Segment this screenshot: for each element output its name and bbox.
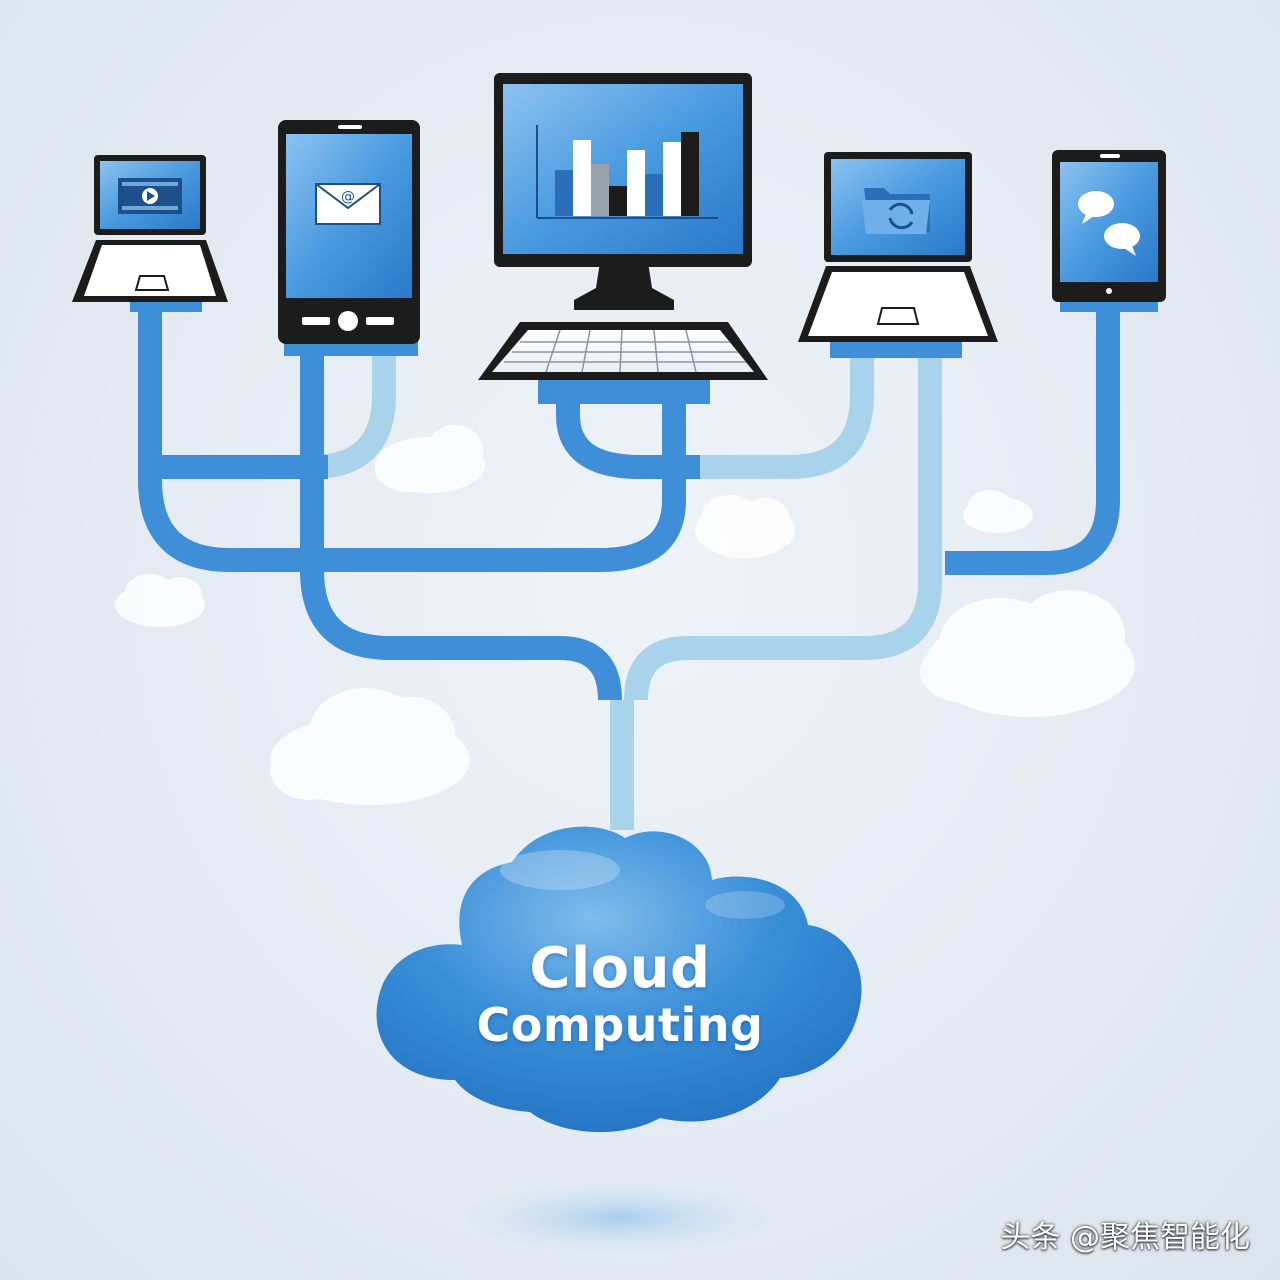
bg-cloud-6 <box>270 688 470 805</box>
cable-tablet <box>945 310 1120 575</box>
cloud-title-line1: Cloud <box>529 936 711 1001</box>
device-desktop-chart <box>478 73 768 404</box>
cable-laptop-right-branch <box>688 355 874 479</box>
keyboard-grid <box>504 329 746 373</box>
cable-laptop-left <box>138 308 686 572</box>
video-player-icon <box>118 178 182 214</box>
bg-cloud-2 <box>695 495 795 558</box>
cloud-shadow <box>468 1184 768 1252</box>
bg-cloud-1 <box>375 425 485 493</box>
device-tablet-chat <box>1052 150 1166 312</box>
cable-laptop-right-trunk <box>624 355 942 701</box>
cables-dark <box>138 308 1120 701</box>
svg-text:@: @ <box>341 189 355 205</box>
email-icon: @ <box>315 183 381 225</box>
bg-cloud-5 <box>920 590 1135 717</box>
watermark-text: 头条 @聚焦智能化 <box>1000 1220 1250 1255</box>
device-laptop-video <box>72 155 228 312</box>
device-laptop-sync <box>798 152 998 358</box>
bar-chart-icon <box>536 125 718 219</box>
bg-cloud-4 <box>115 574 205 627</box>
cable-desktop-loop <box>556 395 700 479</box>
cloud-title-line2: Computing <box>476 998 764 1052</box>
chat-bubbles-icon <box>1078 191 1140 256</box>
main-cloud <box>376 826 862 1133</box>
cable-phone-left <box>300 355 622 701</box>
device-phone-email: @ <box>278 120 420 356</box>
sync-folder-icon <box>862 188 930 234</box>
background-clouds <box>115 425 1135 805</box>
bg-cloud-3 <box>963 490 1033 533</box>
